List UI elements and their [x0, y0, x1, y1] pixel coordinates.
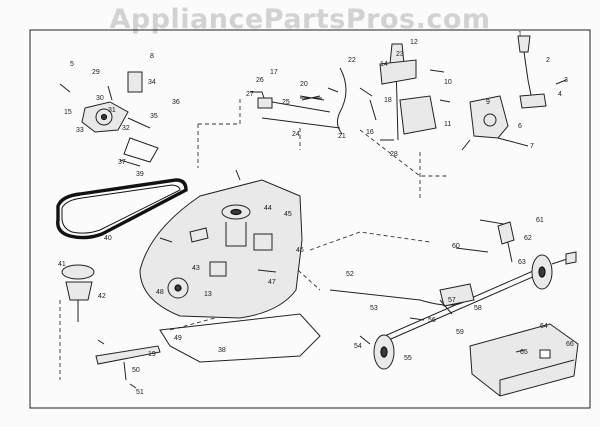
callout-4: 4: [558, 91, 562, 98]
callout-52: 52: [346, 271, 354, 278]
callout-60: 60: [452, 243, 460, 250]
callout-45: 45: [284, 211, 292, 218]
callout-31: 31: [108, 107, 116, 114]
callout-26: 26: [256, 77, 264, 84]
callout-14: 14: [380, 61, 388, 68]
height-adjust-lever: [461, 35, 567, 151]
callout-44: 44: [264, 205, 272, 212]
rear-wheel: [531, 251, 577, 290]
diagram-border: [29, 29, 591, 409]
callout-50: 50: [132, 367, 140, 374]
callout-15: 15: [64, 109, 72, 116]
callout-16: 16: [366, 129, 374, 136]
callout-47: 47: [268, 279, 276, 286]
callout-19: 19: [148, 351, 156, 358]
callout-39: 39: [136, 171, 144, 178]
callout-55: 55: [404, 355, 412, 362]
callout-20: 20: [300, 81, 308, 88]
callout-24: 24: [292, 131, 300, 138]
callout-51: 51: [136, 389, 144, 396]
blade-spindle-assembly: [61, 264, 161, 389]
callout-46: 46: [296, 247, 304, 254]
callout-23: 23: [396, 51, 404, 58]
callout-64: 64: [540, 323, 548, 330]
callout-28: 28: [390, 151, 398, 158]
callout-56: 56: [428, 317, 436, 324]
callout-58: 58: [474, 305, 482, 312]
mower-deck-housing: [139, 169, 303, 319]
callout-36: 36: [172, 99, 180, 106]
callout-42: 42: [98, 293, 106, 300]
callout-18: 18: [384, 97, 392, 104]
callout-40: 40: [104, 235, 112, 242]
callout-62: 62: [524, 235, 532, 242]
deck-skirt: [159, 313, 321, 363]
callout-59: 59: [456, 329, 464, 336]
callout-8: 8: [150, 53, 154, 60]
callout-32: 32: [122, 125, 130, 132]
callout-29: 29: [92, 69, 100, 76]
callout-21: 21: [338, 133, 346, 140]
callout-17: 17: [270, 69, 278, 76]
callout-2: 2: [546, 57, 550, 64]
callout-3: 3: [564, 77, 568, 84]
callout-37: 37: [118, 159, 126, 166]
callout-35: 35: [150, 113, 158, 120]
callout-65: 65: [520, 349, 528, 356]
callout-53: 53: [370, 305, 378, 312]
callout-7: 7: [530, 143, 534, 150]
callout-61: 61: [536, 217, 544, 224]
callout-30: 30: [96, 95, 104, 102]
control-rod-assembly: [250, 43, 451, 141]
callout-6: 6: [518, 123, 522, 130]
callout-48: 48: [156, 289, 164, 296]
front-axle-assembly: [329, 219, 545, 343]
callout-11: 11: [444, 121, 451, 128]
callout-63: 63: [518, 259, 526, 266]
callout-22: 22: [348, 57, 356, 64]
drive-belt: [56, 178, 188, 240]
callout-13: 13: [204, 291, 212, 298]
discharge-chute: [469, 323, 579, 397]
callout-66: 66: [566, 341, 574, 348]
callout-labels: 1234567891011121314151617181920212223242…: [58, 31, 574, 396]
callout-54: 54: [354, 343, 362, 350]
callout-38: 38: [218, 347, 226, 354]
callout-27: 27: [246, 91, 254, 98]
callout-33: 33: [76, 127, 84, 134]
callout-25: 25: [282, 99, 290, 106]
callout-12: 12: [410, 39, 418, 46]
callout-5: 5: [70, 61, 74, 68]
callout-9: 9: [486, 99, 490, 106]
callout-10: 10: [444, 79, 452, 86]
front-wheel: [359, 334, 395, 370]
callout-43: 43: [192, 265, 200, 272]
callout-57: 57: [448, 297, 456, 304]
callout-49: 49: [174, 335, 182, 342]
pulley-bracket-assembly: [59, 71, 159, 167]
callout-1: 1: [518, 31, 522, 38]
callout-41: 41: [58, 261, 66, 268]
callout-34: 34: [148, 79, 156, 86]
